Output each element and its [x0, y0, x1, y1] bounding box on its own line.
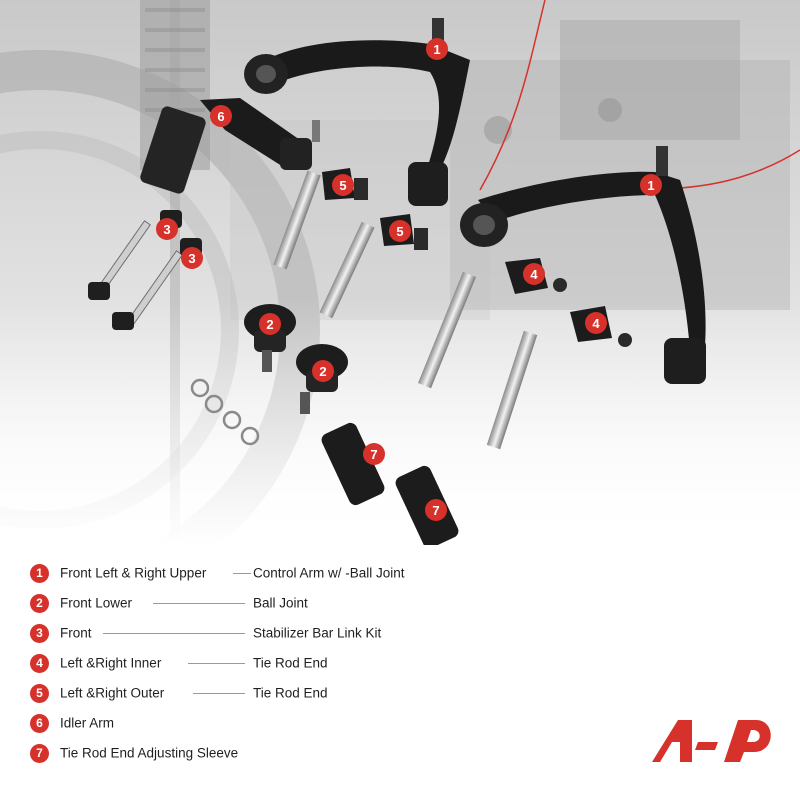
callout-badge: 4 — [523, 263, 545, 285]
callout-badge: 3 — [181, 247, 203, 269]
legend-position: Left &Right Outer — [60, 685, 165, 701]
callout-badge: 1 — [640, 174, 662, 196]
legend-part-name: Stabilizer Bar Link Kit — [253, 625, 382, 641]
leader-line — [153, 603, 245, 604]
callout-label: 5 — [339, 178, 346, 193]
callout-label: 4 — [530, 267, 538, 282]
legend-number-badge: 7 — [30, 743, 49, 763]
upper-control-arm-left — [244, 18, 470, 206]
background-scene — [0, 0, 800, 545]
legend-part-name: Tie Rod End Adjusting Sleeve — [60, 745, 239, 761]
callout-label: 5 — [396, 224, 403, 239]
legend-item: 2 Front Lower Ball Joint — [30, 588, 590, 618]
legend-position: Front Lower — [60, 595, 133, 611]
legend-part-name: Tie Rod End — [253, 685, 328, 701]
legend-number-badge: 2 — [30, 593, 49, 613]
legend-item: 1 Front Left & Right Upper Control Arm w… — [30, 558, 590, 588]
callout-badge: 7 — [363, 443, 385, 465]
callout-label: 1 — [647, 178, 654, 193]
callout-badge: 6 — [210, 105, 232, 127]
callout-badge: 5 — [389, 220, 411, 242]
legend-position: Front — [60, 625, 92, 641]
callout-label: 3 — [163, 222, 170, 237]
callout-label: 2 — [266, 317, 273, 332]
callout-badge: 1 — [426, 38, 448, 60]
snap-rings — [190, 378, 260, 446]
adjusting-sleeve-1 — [321, 422, 385, 506]
leader-line — [188, 663, 245, 664]
legend-item: 5 Left &Right Outer Tie Rod End — [30, 678, 590, 708]
legend-part-name: Tie Rod End — [253, 655, 328, 671]
legend-number-badge: 4 — [30, 653, 49, 673]
legend-item: 4 Left &Right Inner Tie Rod End — [30, 648, 590, 678]
upper-control-arm-right — [460, 146, 706, 384]
callout-label: 4 — [592, 316, 600, 331]
callout-badge: 2 — [312, 360, 334, 382]
legend-number-badge: 6 — [30, 713, 49, 733]
a-premium-logo-icon — [652, 720, 771, 762]
leader-line — [103, 633, 245, 634]
callout-badge: 2 — [259, 313, 281, 335]
callout-badges: 1 1 6 5 5 3 3 4 4 2 2 7 7 — [156, 38, 662, 521]
legend-position: Left &Right Inner — [60, 655, 162, 671]
callout-badge: 3 — [156, 218, 178, 240]
legend-item: 7 Tie Rod End Adjusting Sleeve — [30, 738, 590, 768]
callout-label: 7 — [370, 447, 377, 462]
legend-number-badge: 3 — [30, 623, 49, 643]
legend-position: Front Left & Right Upper — [60, 565, 207, 581]
legend-number-badge: 1 — [30, 563, 49, 583]
legend-item: 6 Idler Arm — [30, 708, 590, 738]
callout-badge: 5 — [332, 174, 354, 196]
leader-line — [233, 573, 251, 574]
legend-part-name: Ball Joint — [253, 595, 308, 611]
callout-label: 2 — [319, 364, 326, 379]
leader-line — [193, 693, 245, 694]
callout-label: 3 — [188, 251, 195, 266]
legend-number-badge: 5 — [30, 683, 49, 703]
legend-part-name: Idler Arm — [60, 715, 115, 731]
callout-label: 1 — [433, 42, 440, 57]
parts-photo: 1 1 6 5 5 3 3 4 4 2 2 7 7 — [0, 0, 800, 545]
callout-label: 6 — [217, 109, 224, 124]
callout-badge: 7 — [425, 499, 447, 521]
legend-item: 3 Front Stabilizer Bar Link Kit — [30, 618, 590, 648]
parts-legend: 1 Front Left & Right Upper Control Arm w… — [30, 558, 590, 768]
callout-label: 7 — [432, 503, 439, 518]
callout-badge: 4 — [585, 312, 607, 334]
legend-part-name: Control Arm w/ -Ball Joint — [253, 565, 405, 581]
